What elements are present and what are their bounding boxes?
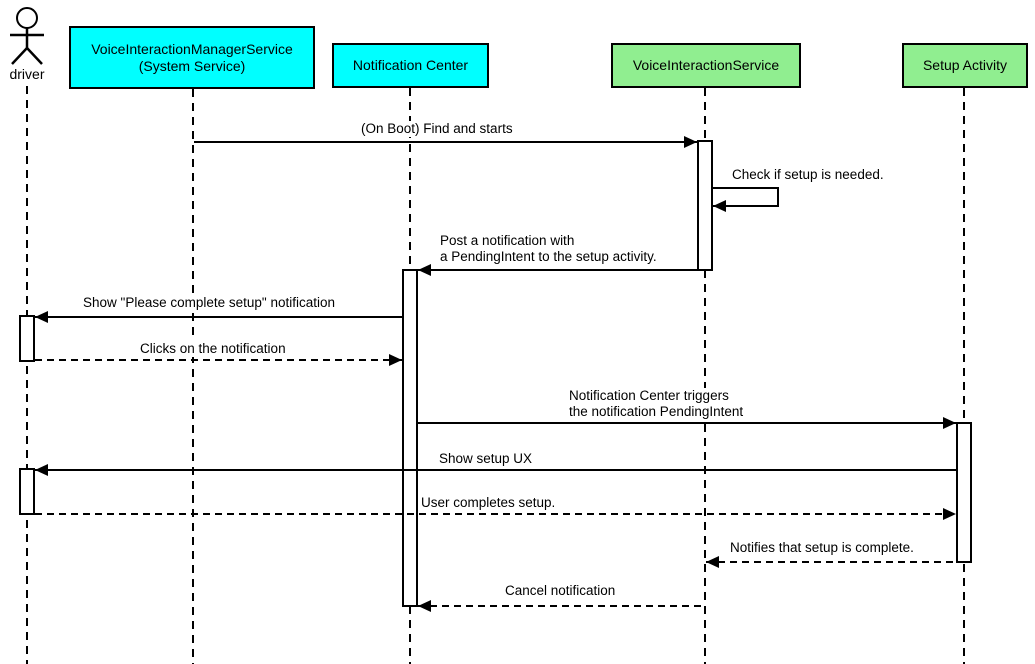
message-label: Clicks on the notification	[140, 341, 286, 357]
arrowhead-left-icon	[418, 264, 431, 276]
arrowhead-right-icon	[943, 508, 956, 520]
arrowhead-left-icon	[713, 200, 726, 212]
participant-label: Setup Activity	[922, 57, 1008, 73]
message-label: Check if setup is needed.	[732, 167, 884, 183]
message-line	[35, 316, 402, 318]
activation-driver-2	[19, 468, 35, 515]
message-line	[194, 141, 697, 143]
message-label: User completes setup.	[421, 495, 556, 511]
message-label: Notification Center triggers the notific…	[569, 388, 744, 420]
arrowhead-right-icon	[389, 354, 402, 366]
message-line	[418, 422, 956, 424]
message-label: (On Boot) Find and starts	[361, 121, 513, 137]
participant-label: Notification Center	[352, 57, 469, 73]
lifeline-driver	[26, 86, 28, 664]
arrowhead-left-icon	[35, 311, 48, 323]
activation-driver-1	[19, 315, 35, 362]
self-message-top-line	[713, 187, 779, 189]
participant-voice-interaction-service: VoiceInteractionService	[611, 43, 801, 88]
message-line	[35, 469, 956, 471]
actor-driver-icon	[10, 7, 44, 65]
message-label: Notifies that setup is complete.	[730, 540, 914, 556]
arrowhead-left-icon	[35, 464, 48, 476]
message-label: Show "Please complete setup" notificatio…	[83, 295, 335, 311]
message-line-dashed	[706, 561, 956, 563]
self-message-bottom-line	[713, 205, 779, 207]
arrowhead-right-icon	[684, 136, 697, 148]
message-label: Cancel notification	[505, 583, 616, 599]
message-label: Post a notification with a PendingIntent…	[440, 233, 657, 265]
message-line	[418, 269, 697, 271]
message-line-dashed	[35, 513, 956, 515]
activation-notification-center	[402, 269, 418, 607]
participant-notification-center: Notification Center	[332, 43, 489, 88]
self-message-right-line	[777, 187, 779, 207]
participant-label: VoiceInteractionService	[632, 57, 780, 73]
participant-label: VoiceInteractionManagerService (System S…	[91, 40, 293, 74]
arrowhead-left-icon	[706, 556, 719, 568]
activation-setup-activity	[956, 422, 972, 563]
activation-voice-interaction-service	[697, 140, 713, 271]
message-line-dashed	[418, 605, 706, 607]
arrowhead-right-icon	[943, 417, 956, 429]
lifeline-setup-activity	[963, 88, 965, 664]
lifeline-voice-interaction-service	[704, 88, 706, 664]
message-line-dashed	[35, 359, 402, 361]
message-label: Show setup UX	[439, 451, 533, 467]
participant-voice-interaction-manager-service: VoiceInteractionManagerService (System S…	[69, 26, 315, 89]
actor-driver-label: driver	[9, 66, 45, 82]
arrowhead-left-icon	[418, 600, 431, 612]
lifeline-voice-interaction-manager-service	[192, 89, 194, 664]
participant-setup-activity: Setup Activity	[902, 43, 1028, 88]
